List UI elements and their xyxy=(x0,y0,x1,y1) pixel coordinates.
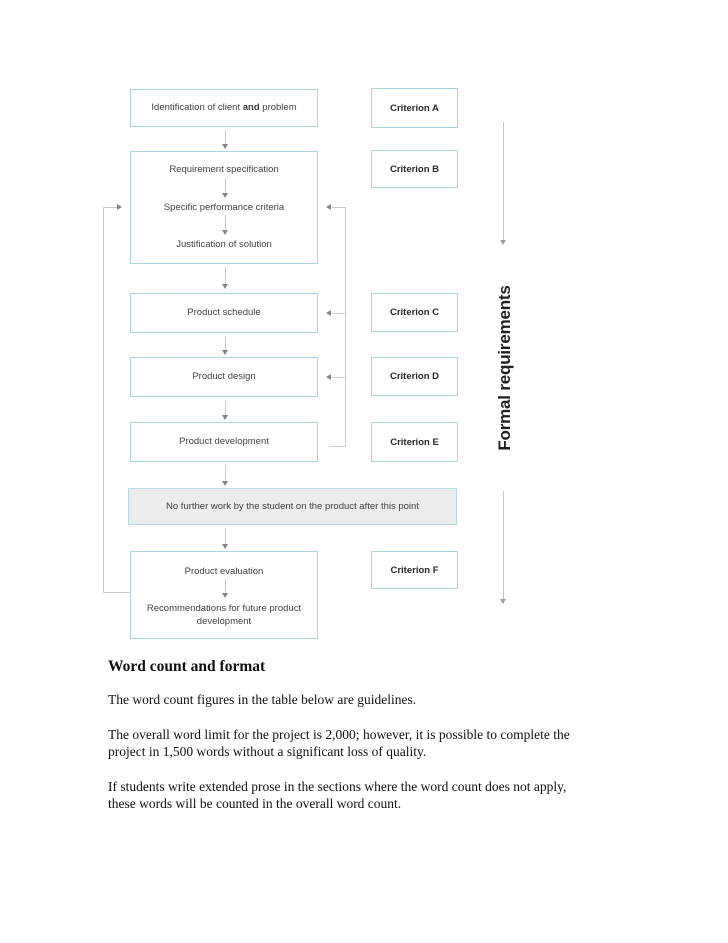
step-identification-box: Identification of client and problem xyxy=(130,89,318,127)
right-feedback-line xyxy=(332,377,345,378)
feedback-arrow-left-icon xyxy=(326,204,331,210)
criterion-a-box: Criterion A xyxy=(371,88,458,128)
flow-arrow-line xyxy=(225,336,226,350)
step-identification-label: Identification of client and problem xyxy=(151,102,297,113)
no-further-work-note-label: No further work by the student on the pr… xyxy=(166,500,419,512)
feedback-arrow-left-icon xyxy=(326,374,331,380)
step-evaluation-box: Product evaluation Recommendations for f… xyxy=(130,551,318,639)
flow-arrow-line xyxy=(225,267,226,284)
inner-arrow-down-icon xyxy=(222,593,228,598)
step-recommendations-label: Recommendations for future product devel… xyxy=(146,603,302,627)
criterion-f-box: Criterion F xyxy=(371,551,458,589)
feedback-arrow-right-icon xyxy=(117,204,122,210)
flow-arrow-line xyxy=(225,401,226,415)
step-development-label: Product development xyxy=(179,436,269,447)
formal-requirements-label: Formal requirements xyxy=(495,285,514,451)
formal-requirements-arrow-line xyxy=(503,122,504,240)
step-design-box: Product design xyxy=(130,357,318,397)
criterion-b-box: Criterion B xyxy=(371,150,458,188)
flow-arrow-down-icon xyxy=(222,544,228,549)
section-heading: Word count and format xyxy=(108,658,266,675)
formal-arrow-down-icon xyxy=(500,599,506,604)
paragraph-extended-prose: If students write extended prose in the … xyxy=(108,779,567,811)
flow-arrow-down-icon xyxy=(222,284,228,289)
flow-arrow-down-icon xyxy=(222,481,228,486)
inner-arrow-down-icon xyxy=(222,193,228,198)
flow-arrow-line xyxy=(225,528,226,544)
inner-arrow-line xyxy=(225,215,226,230)
flow-arrow-down-icon xyxy=(222,144,228,149)
inner-arrow-down-icon xyxy=(222,230,228,235)
right-feedback-line xyxy=(345,207,346,447)
step-development-box: Product development xyxy=(130,422,318,462)
criterion-a-label: Criterion A xyxy=(390,102,439,114)
criterion-e-box: Criterion E xyxy=(371,422,458,462)
step-schedule-label: Product schedule xyxy=(187,307,261,318)
feedback-arrow-left-icon xyxy=(326,310,331,316)
right-feedback-line xyxy=(329,446,346,447)
right-feedback-line xyxy=(332,207,345,208)
formal-arrow-down-icon xyxy=(500,240,506,245)
inner-arrow-line xyxy=(225,178,226,193)
criterion-b-label: Criterion B xyxy=(389,163,440,175)
criterion-c-box: Criterion C xyxy=(371,293,458,332)
criterion-e-label: Criterion E xyxy=(390,436,439,448)
step-evaluation-label: Product evaluation xyxy=(184,566,264,577)
step-performance-label: Specific performance criteria xyxy=(163,202,285,213)
paragraph-guidelines: The word count figures in the table belo… xyxy=(108,692,417,707)
flow-arrow-line xyxy=(225,130,226,144)
step-schedule-box: Product schedule xyxy=(130,293,318,333)
step-design-label: Product design xyxy=(192,371,256,382)
criterion-d-label: Criterion D xyxy=(389,371,440,382)
flow-arrow-down-icon xyxy=(222,350,228,355)
flow-arrow-down-icon xyxy=(222,415,228,420)
left-feedback-line xyxy=(103,207,104,593)
step-justification-label: Justification of solution xyxy=(176,239,272,250)
paragraph-word-limit: The overall word limit for the project i… xyxy=(108,727,570,759)
inner-arrow-line xyxy=(225,579,226,593)
step-requirement-label: Requirement specification xyxy=(169,164,279,175)
left-feedback-line xyxy=(103,207,117,208)
step-specification-box: Requirement specification Specific perfo… xyxy=(130,151,318,264)
flow-arrow-line xyxy=(225,465,226,481)
no-further-work-note-box: No further work by the student on the pr… xyxy=(128,488,457,525)
criterion-d-box: Criterion D xyxy=(371,357,458,396)
formal-requirements-arrow-line xyxy=(503,491,504,599)
left-feedback-line xyxy=(103,592,131,593)
criterion-f-label: Criterion F xyxy=(390,564,439,576)
criterion-c-label: Criterion C xyxy=(389,307,440,318)
right-feedback-line xyxy=(332,313,345,314)
